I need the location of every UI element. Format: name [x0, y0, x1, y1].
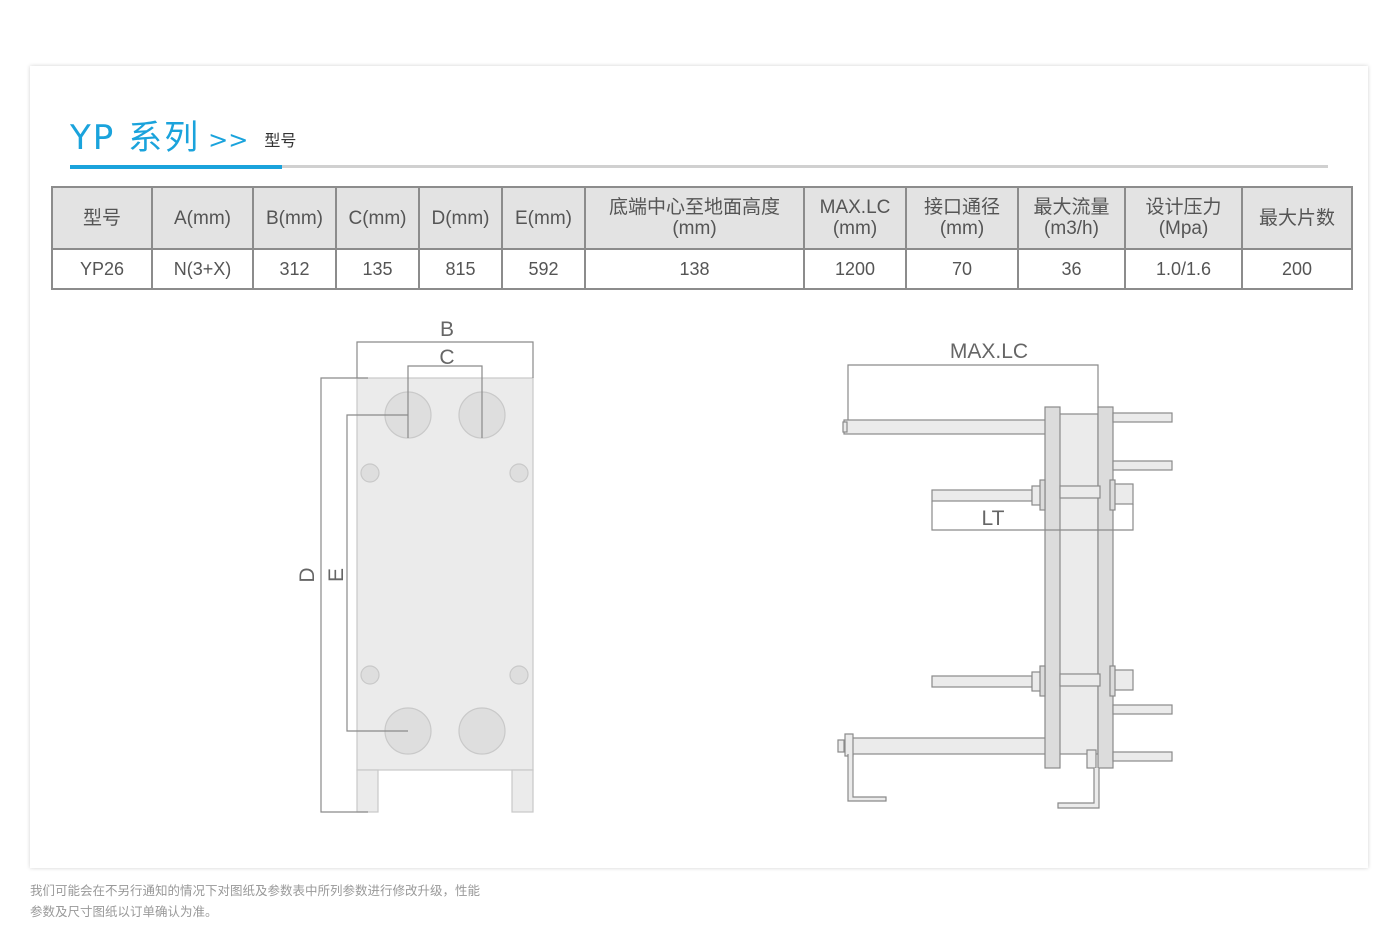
- table-row: YP26 N(3+X) 312 135 815 592 138 1200 70 …: [52, 248, 1352, 289]
- dimension-line-b: [356, 341, 534, 378]
- column-header: 型号: [52, 187, 152, 249]
- table-header-row: 型号 A(mm) B(mm) C(mm) D(mm) E(mm) 底端中心至地面…: [52, 187, 1352, 249]
- table-cell: 135: [335, 248, 419, 289]
- support-bracket: [1086, 749, 1097, 769]
- plate-pack: [1058, 413, 1099, 755]
- port-bottom-right: [458, 707, 506, 755]
- table-cell: 592: [501, 248, 585, 289]
- column-header: MAX.LC(mm): [803, 187, 906, 249]
- table-cell: 815: [418, 248, 502, 289]
- table-cell: YP26: [52, 248, 152, 289]
- support-foot-left: [847, 754, 887, 802]
- label-lt: LT: [982, 507, 1005, 530]
- title-underline: [70, 165, 1328, 168]
- bolt-hole: [509, 463, 529, 483]
- column-header: 最大片数: [1241, 187, 1352, 249]
- tie-bolt: [1112, 460, 1173, 471]
- pressure-plate: [1097, 406, 1114, 769]
- column-header: B(mm): [252, 187, 336, 249]
- tie-bolt: [1112, 704, 1173, 715]
- label-d: D: [296, 567, 319, 582]
- column-header: 设计压力(Mpa): [1124, 187, 1242, 249]
- lower-port-cap: [1112, 669, 1134, 691]
- fixed-frame-plate: [1044, 406, 1061, 769]
- column-header: 底端中心至地面高度(mm): [584, 187, 804, 249]
- table-cell: 1.0/1.6: [1124, 248, 1242, 289]
- table-cell: 36: [1017, 248, 1125, 289]
- upper-nozzle-flange: [1039, 479, 1046, 511]
- plate-frame: [356, 377, 534, 771]
- upper-nozzle-stub: [1059, 485, 1101, 499]
- table-cell: 200: [1241, 248, 1352, 289]
- bar-end-nut: [844, 733, 854, 757]
- table-cell: 70: [905, 248, 1018, 289]
- label-c: C: [439, 346, 454, 369]
- title-underline-accent: [70, 165, 282, 169]
- bar-end-cap: [842, 421, 848, 433]
- section-subtitle: 型号: [264, 131, 297, 150]
- front-view-drawing: [320, 341, 534, 813]
- dimension-line-e: [346, 414, 408, 732]
- side-view-drawing: [837, 364, 1173, 809]
- column-header: C(mm): [335, 187, 419, 249]
- bottom-guide-bar: [851, 737, 1047, 755]
- lower-nozzle-stub: [1059, 673, 1101, 687]
- support-foot-right: [1057, 768, 1100, 809]
- upper-nozzle-pipe: [931, 489, 1033, 502]
- column-header: E(mm): [501, 187, 585, 249]
- bolt-hole: [360, 463, 380, 483]
- right-leg: [511, 769, 534, 813]
- column-header: D(mm): [418, 187, 502, 249]
- table-cell: 138: [584, 248, 804, 289]
- dimension-line-c: [407, 365, 483, 438]
- tie-bolt: [1112, 751, 1173, 762]
- tie-bolt: [1112, 412, 1173, 423]
- section-header: YP 系列 >> 型号: [70, 114, 296, 158]
- lower-port-flange: [1109, 665, 1116, 697]
- bolt-hole: [360, 665, 380, 685]
- lower-nozzle-flange: [1039, 665, 1046, 697]
- label-b: B: [440, 318, 454, 341]
- table-cell: 312: [252, 248, 336, 289]
- label-e: E: [325, 568, 348, 582]
- series-title: YP 系列: [70, 118, 201, 158]
- bolt-hole: [509, 665, 529, 685]
- table-cell: 1200: [803, 248, 906, 289]
- label-max-lc: MAX.LC: [950, 340, 1028, 363]
- upper-port-flange: [1109, 479, 1116, 511]
- bar-end-cap: [837, 739, 845, 753]
- column-header: A(mm): [151, 187, 253, 249]
- column-header: 接口通径(mm): [905, 187, 1018, 249]
- top-guide-bar: [843, 419, 1047, 435]
- table-cell: N(3+X): [151, 248, 253, 289]
- lower-nozzle-pipe: [931, 675, 1033, 688]
- double-arrow-icon: >>: [208, 126, 249, 154]
- dimension-line-max-lc: [847, 364, 1099, 425]
- dimension-line-lt: [931, 501, 1134, 531]
- column-header: 最大流量(m3/h): [1017, 187, 1125, 249]
- upper-port-cap: [1112, 483, 1134, 505]
- dimension-line-d: [320, 377, 368, 813]
- left-leg: [356, 769, 379, 813]
- spec-table: 型号 A(mm) B(mm) C(mm) D(mm) E(mm) 底端中心至地面…: [51, 186, 1353, 290]
- disclaimer-text: 我们可能会在不另行通知的情况下对图纸及参数表中所列参数进行修改升级，性能参数及尺…: [30, 883, 481, 919]
